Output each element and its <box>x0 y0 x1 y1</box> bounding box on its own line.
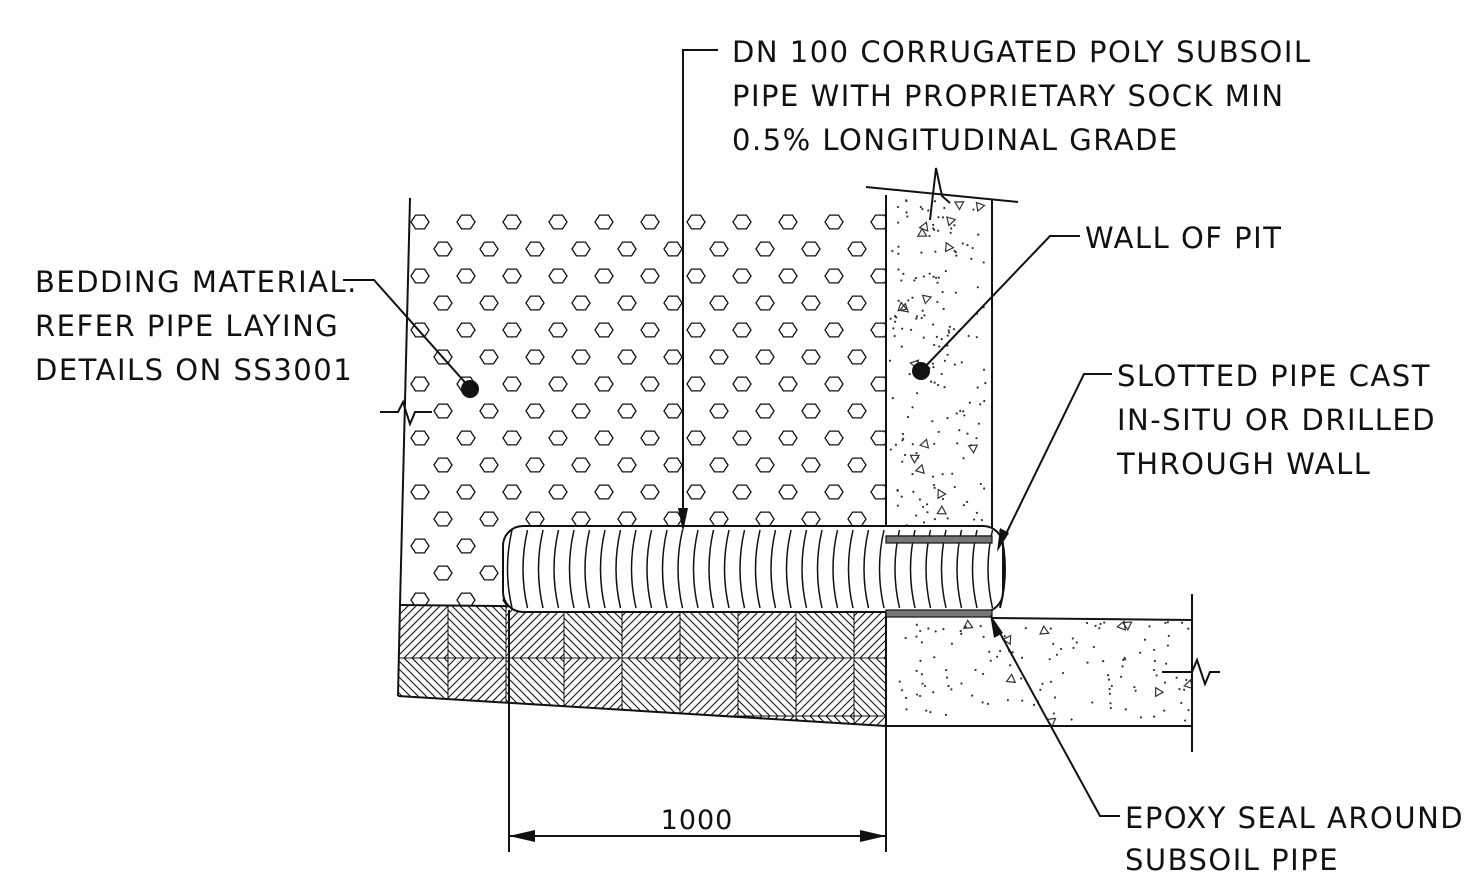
bedding-material-region <box>397 197 887 697</box>
wall-leader <box>920 235 1080 372</box>
label-slotted-line-3: THROUGH WALL <box>1116 447 1371 481</box>
label-bedding: BEDDING MATERIAL. REFER PIPE LAYING DETA… <box>35 265 358 387</box>
epoxy-seal-top <box>885 535 993 544</box>
subsoil-pipe-leader <box>682 49 718 520</box>
label-bedding-line-1: BEDDING MATERIAL. <box>35 265 358 299</box>
label-subsoil-pipe-line-1: DN 100 CORRUGATED POLY SUBSOIL <box>732 35 1312 69</box>
wall-break-mark <box>929 167 951 221</box>
label-epoxy-line-2: SUBSOIL PIPE <box>1125 843 1339 874</box>
pit-base-slab <box>885 594 1220 752</box>
subsoil-pipe <box>502 525 1006 618</box>
dimension-1000: 1000 <box>508 610 887 852</box>
slotted-leader <box>1002 373 1112 541</box>
label-epoxy: EPOXY SEAL AROUND SUBSOIL PIPE <box>1125 801 1464 874</box>
label-subsoil-pipe-line-2: PIPE WITH PROPRIETARY SOCK MIN <box>732 79 1285 113</box>
label-subsoil-pipe: DN 100 CORRUGATED POLY SUBSOIL PIPE WITH… <box>732 35 1312 157</box>
pit-wall <box>865 167 1019 535</box>
label-slotted: SLOTTED PIPE CAST IN-SITU OR DRILLED THR… <box>1116 359 1436 481</box>
base-hatch-pattern <box>398 605 886 726</box>
label-wall: WALL OF PIT <box>1085 221 1282 255</box>
bedding-leader <box>343 279 471 389</box>
epoxy-leader <box>994 623 1120 817</box>
slab-break-mark <box>1162 657 1220 687</box>
label-epoxy-line-1: EPOXY SEAL AROUND <box>1125 801 1464 835</box>
label-slotted-line-2: IN-SITU OR DRILLED <box>1117 403 1436 437</box>
bedding-break-mark <box>380 399 432 427</box>
label-bedding-line-2: REFER PIPE LAYING <box>35 309 339 343</box>
bedding-leader-dot <box>461 380 479 398</box>
base-bottom-line <box>397 695 887 727</box>
label-bedding-line-3: DETAILS ON SS3001 <box>35 353 353 387</box>
leaders <box>343 49 1120 817</box>
wall-leader-dot <box>912 362 930 380</box>
wall-concrete-stipple <box>888 199 987 530</box>
label-subsoil-pipe-line-3: 0.5% LONGITUDINAL GRADE <box>732 123 1179 157</box>
dimension-text: 1000 <box>661 805 734 836</box>
label-wall-line-1: WALL OF PIT <box>1085 221 1282 255</box>
base-layer-region <box>397 605 887 727</box>
label-slotted-line-1: SLOTTED PIPE CAST <box>1117 359 1431 393</box>
epoxy-seal-bottom <box>885 609 993 618</box>
slab-concrete-stipple <box>898 619 1192 726</box>
